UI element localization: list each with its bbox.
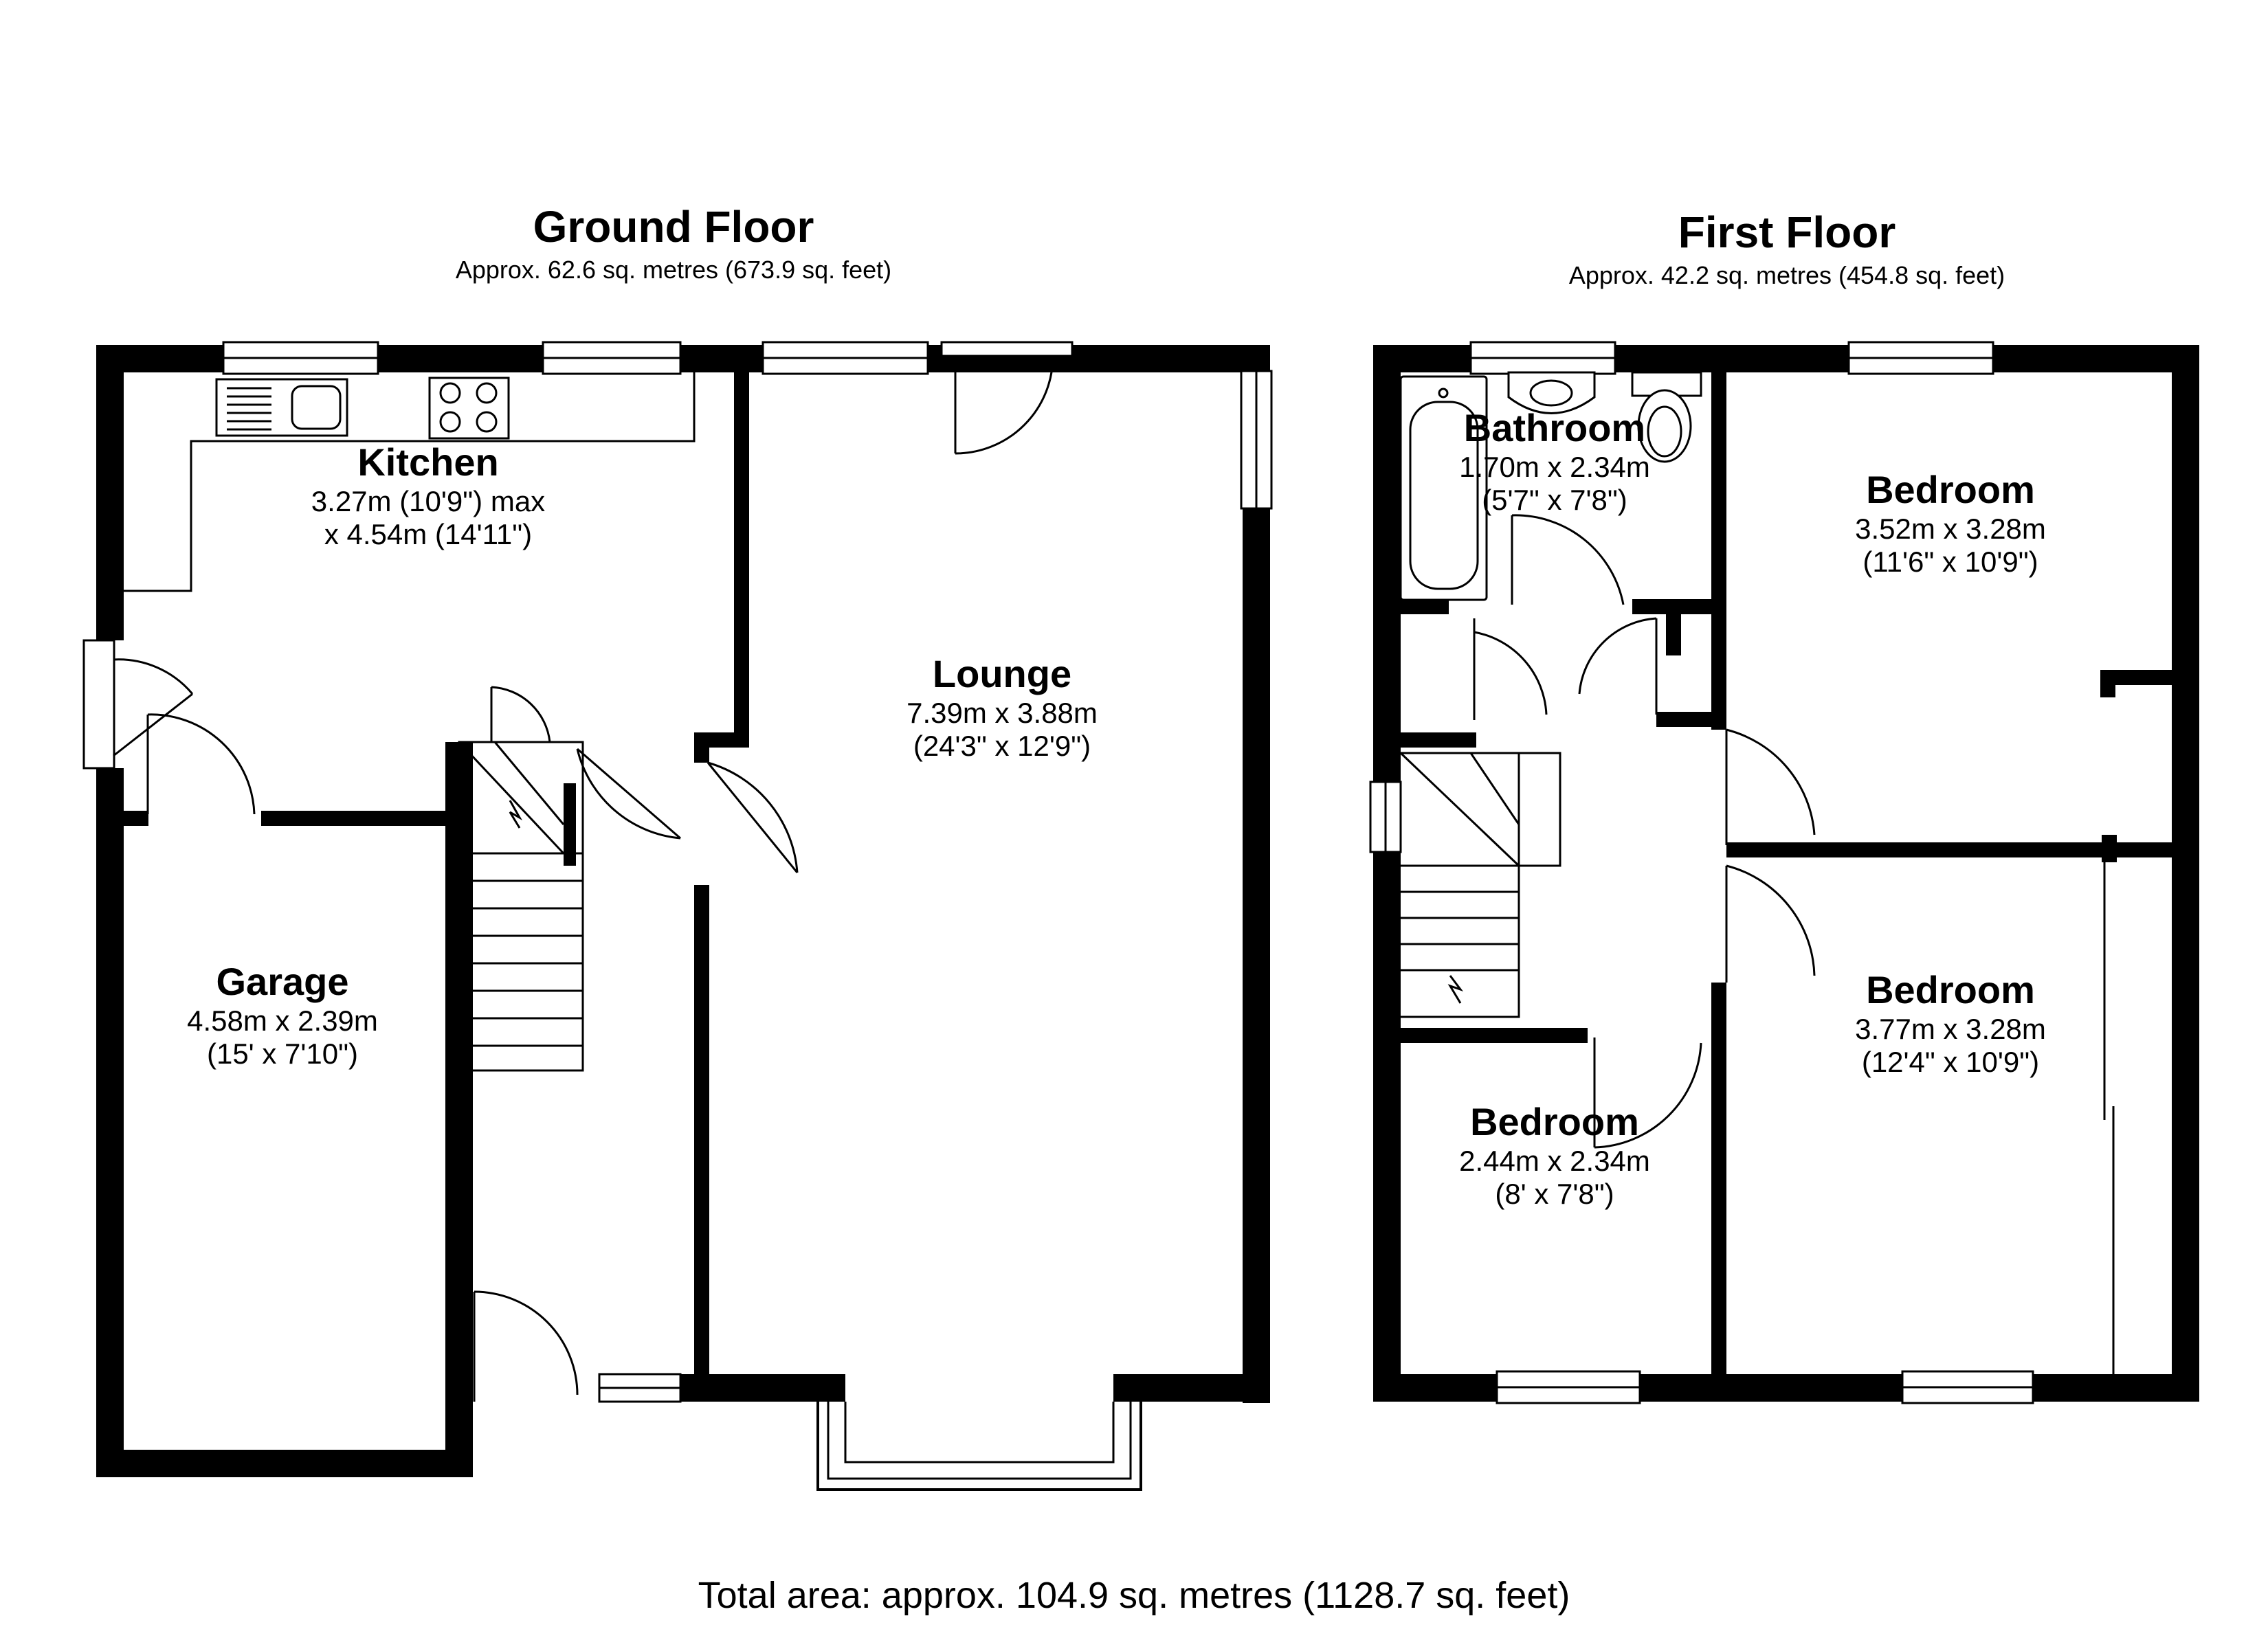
staircase-icon	[1399, 752, 1561, 1018]
first-wall-bathroom-bottom	[1632, 599, 1726, 614]
garage-dim-imperial: (15' x 7'10")	[207, 1037, 358, 1070]
first-wall-cupboard-right	[1656, 712, 1726, 727]
bedroom-2-dim-imperial: (12'4" x 10'9")	[1862, 1046, 2039, 1078]
first-wall-left-lower	[1373, 852, 1401, 1402]
kitchen-dim-2: x 4.54m (14'11")	[324, 518, 532, 550]
first-wall-bed2-left	[1711, 983, 1726, 1374]
ground-wall-left-upper	[96, 345, 124, 640]
ground-wall-bottom-lounge-right	[1113, 1374, 1270, 1402]
ground-wall-kitchen-lounge-stub	[694, 732, 749, 748]
door-opening	[940, 341, 1074, 357]
first-wall-bed1-bed2	[1726, 842, 2172, 857]
bathroom-dim: 1.70m x 2.34m	[1459, 451, 1650, 483]
bedroom-3-name: Bedroom	[1470, 1100, 1639, 1143]
ground-wall-left-lower	[96, 768, 124, 1476]
bedroom-2-dim: 3.77m x 3.28m	[1855, 1013, 2046, 1045]
lounge-dim-imperial: (24'3" x 12'9")	[913, 730, 1091, 762]
ground-floor-title: Ground Floor	[533, 202, 814, 251]
bedroom-2-name: Bedroom	[1866, 968, 2035, 1011]
bathroom-name: Bathroom	[1464, 406, 1645, 449]
ground-wall-kitchen-lounge	[734, 372, 749, 743]
first-wall-bed1-left	[1711, 372, 1726, 730]
kitchen-worktop	[124, 372, 696, 592]
first-floor-plan	[1369, 341, 2199, 1404]
first-wall-left-upper	[1373, 345, 1401, 782]
door-swing-icon	[113, 355, 1054, 1402]
lounge-name: Lounge	[933, 652, 1071, 695]
basin-icon	[1507, 371, 1596, 414]
staircase-icon	[458, 741, 584, 1072]
bedroom-3-dim-imperial: (8' x 7'8")	[1495, 1178, 1614, 1210]
bedroom-1-dim-imperial: (11'6" x 10'9")	[1863, 546, 2038, 578]
first-wall-bed3-top	[1401, 1028, 1588, 1043]
first-wall-bed1-closet-stub	[2100, 670, 2115, 697]
first-wall-cupboard-left	[1401, 732, 1476, 748]
total-area: Total area: approx. 104.9 sq. metres (11…	[698, 1575, 1570, 1616]
ground-wall-bottom-hall	[680, 1374, 845, 1402]
kitchen-name: Kitchen	[357, 440, 498, 484]
first-wall-right	[2172, 345, 2199, 1402]
kitchen-dim: 3.27m (10'9") max	[311, 485, 545, 517]
ground-wall-garage-top-stub	[124, 811, 148, 826]
bedroom-1-dim: 3.52m x 3.28m	[1855, 513, 2046, 545]
bathroom-dim-imperial: (5'7" x 7'8")	[1482, 484, 1627, 516]
ground-wall-hall-lounge	[694, 885, 709, 1374]
door-opening	[82, 639, 115, 770]
door-swing-icon	[1473, 514, 2115, 1374]
lounge-dim: 7.39m x 3.88m	[907, 697, 1098, 729]
first-floor-title: First Floor	[1678, 207, 1895, 257]
bay-window	[816, 1402, 1142, 1491]
garage-dim: 4.58m x 2.39m	[187, 1005, 378, 1037]
ground-floor-plan	[82, 341, 1273, 1491]
bathroom-fixtures	[1399, 371, 1702, 601]
ground-wall-garage-top	[261, 811, 445, 826]
ground-wall-hall-lounge-stub	[694, 748, 709, 763]
first-wall-bathroom-bottom-left	[1401, 599, 1449, 614]
first-wall-bed2-closet-top	[2102, 835, 2117, 862]
bedroom-1-name: Bedroom	[1866, 468, 2035, 511]
garage-name: Garage	[216, 960, 349, 1003]
ground-wall-right-lower	[1243, 510, 1270, 1403]
bedroom-3-dim: 2.44m x 2.34m	[1459, 1145, 1650, 1177]
first-wall-bed1-closet	[2100, 670, 2172, 685]
ground-wall-under-stair	[564, 783, 576, 866]
ground-wall-garage-bottom	[96, 1450, 471, 1477]
first-wall-cupboard-vert	[1666, 614, 1681, 655]
first-floor-area: Approx. 42.2 sq. metres (454.8 sq. feet)	[1569, 261, 2005, 289]
ground-floor-area: Approx. 62.6 sq. metres (673.9 sq. feet)	[456, 256, 891, 284]
